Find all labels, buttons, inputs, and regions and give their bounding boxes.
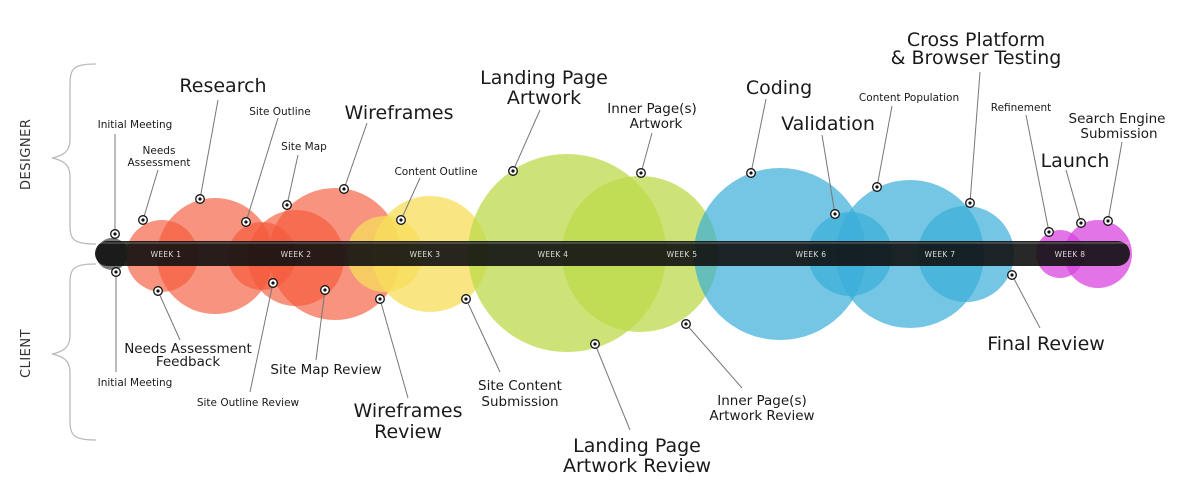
designer-labels: Initial Meeting Needs Assessment Researc…: [98, 29, 1166, 178]
dot-needs-feedback: [153, 286, 163, 296]
label-needs-assessment-1: Needs: [143, 145, 176, 157]
dot-client-initial-meeting: [111, 267, 121, 277]
label-cross-platform-2: & Browser Testing: [891, 47, 1062, 69]
dot-site-outline-review: [268, 278, 278, 288]
dot-validation: [830, 209, 840, 219]
label-needs-feedback-1: Needs Assessment: [124, 341, 252, 357]
label-initial-meeting: Initial Meeting: [98, 119, 173, 131]
client-label: CLIENT: [19, 329, 34, 378]
dot-wireframes-review: [375, 294, 385, 304]
label-cross-platform-1: Cross Platform: [907, 29, 1045, 51]
label-inner-artwork-2: Artwork: [630, 116, 683, 132]
milestone-dots: [110, 166, 1113, 349]
label-final-review: Final Review: [987, 333, 1105, 355]
week-3-label: WEEK 3: [410, 250, 441, 259]
dot-landing-artwork: [508, 166, 518, 176]
label-inner-review-2: Artwork Review: [709, 408, 814, 424]
week-1-label: WEEK 1: [151, 250, 182, 259]
dot-coding: [746, 168, 756, 178]
label-refinement: Refinement: [991, 102, 1051, 114]
label-site-map: Site Map: [281, 141, 327, 153]
dot-initial-meeting: [110, 229, 120, 239]
label-wireframes-review-1: Wireframes: [354, 400, 463, 422]
label-search-engine-1: Search Engine: [1069, 111, 1166, 127]
client-labels: Initial Meeting Needs Assessment Feedbac…: [98, 333, 1105, 477]
dot-inner-artwork: [636, 168, 646, 178]
dot-inner-review: [681, 319, 691, 329]
week-4-label: WEEK 4: [538, 250, 569, 259]
label-wireframes-review-2: Review: [374, 421, 442, 443]
dot-final-review: [1007, 270, 1017, 280]
dot-wireframes: [339, 184, 349, 194]
designer-label: DESIGNER: [19, 119, 34, 190]
week-8-label: WEEK 8: [1055, 250, 1086, 259]
label-inner-artwork-1: Inner Page(s): [607, 101, 697, 117]
dot-search-engine: [1103, 216, 1113, 226]
week-5-label: WEEK 5: [667, 250, 698, 259]
dot-landing-review: [590, 339, 600, 349]
leader-lines: [114, 71, 1123, 431]
label-search-engine-2: Submission: [1080, 126, 1157, 142]
dot-refinement: [1044, 227, 1054, 237]
dot-site-outline: [241, 217, 251, 227]
client-brace: [51, 263, 97, 441]
label-landing-artwork-2: Artwork: [507, 87, 581, 109]
label-launch: Launch: [1041, 150, 1110, 172]
label-landing-review-1: Landing Page: [573, 435, 701, 457]
label-site-map-review: Site Map Review: [270, 362, 381, 378]
week-2-label: WEEK 2: [281, 250, 312, 259]
dot-needs-assessment: [138, 215, 148, 225]
dot-content-outline: [396, 215, 406, 225]
label-site-outline: Site Outline: [249, 106, 310, 118]
label-coding: Coding: [746, 77, 812, 99]
dot-site-map-review: [320, 285, 330, 295]
label-landing-review-2: Artwork Review: [563, 455, 711, 477]
dot-launch: [1076, 218, 1086, 228]
label-site-content-1: Site Content: [478, 378, 562, 394]
label-site-outline-review: Site Outline Review: [197, 397, 300, 409]
label-content-outline: Content Outline: [394, 166, 477, 178]
week-7-label: WEEK 7: [925, 250, 956, 259]
dot-content-population: [872, 182, 882, 192]
label-content-population: Content Population: [859, 92, 959, 104]
label-needs-assessment-2: Assessment: [128, 157, 191, 169]
label-research: Research: [179, 75, 266, 97]
label-site-content-2: Submission: [481, 394, 558, 410]
designer-brace: [51, 63, 97, 245]
label-wireframes: Wireframes: [345, 102, 454, 124]
dot-research: [195, 194, 205, 204]
dot-cross-platform: [965, 198, 975, 208]
label-landing-artwork-1: Landing Page: [480, 67, 608, 89]
week-6-label: WEEK 6: [796, 250, 827, 259]
label-client-initial-meeting: Initial Meeting: [98, 377, 173, 389]
week-bar: WEEK 1 WEEK 2 WEEK 3 WEEK 4 WEEK 5 WEEK …: [95, 241, 1130, 266]
label-needs-feedback-2: Feedback: [156, 354, 220, 370]
dot-site-map: [282, 200, 292, 210]
label-inner-review-1: Inner Page(s): [717, 393, 807, 409]
week-bar-track: [95, 241, 1130, 266]
label-validation: Validation: [781, 113, 875, 135]
dot-site-content-submission: [461, 294, 471, 304]
